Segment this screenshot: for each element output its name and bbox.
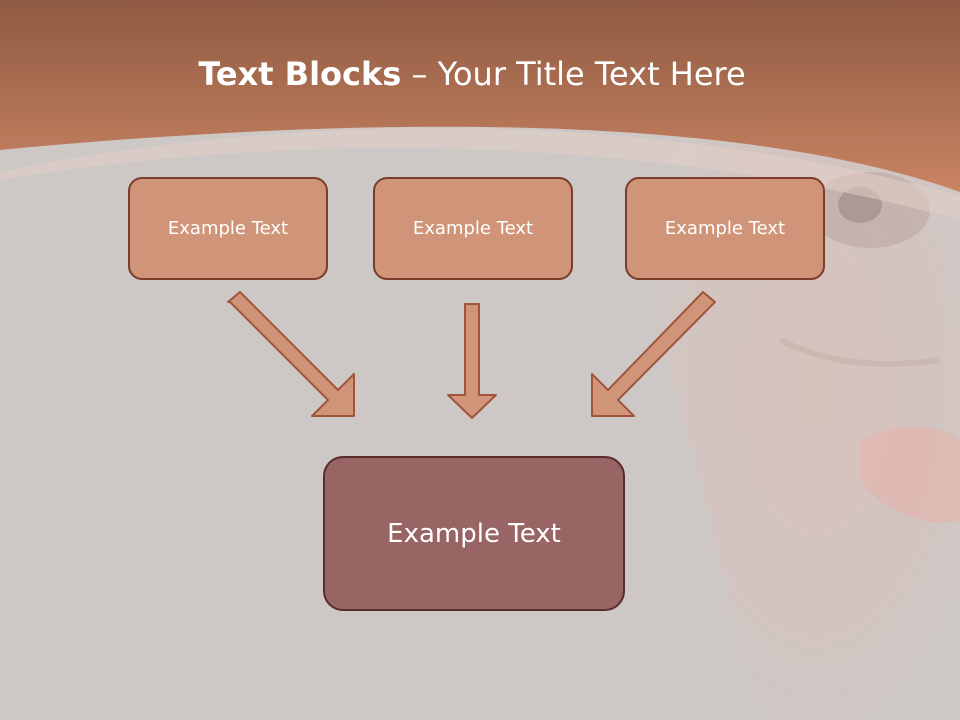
text-block-1[interactable]: Example Text bbox=[128, 177, 328, 280]
header-swoosh bbox=[0, 128, 960, 220]
lips-shape bbox=[860, 426, 960, 523]
text-block-3[interactable]: Example Text bbox=[625, 177, 825, 280]
arrow-left-diagonal bbox=[227, 291, 355, 417]
header-band bbox=[0, 0, 960, 192]
slide-title: Text Blocks – Your Title Text Here bbox=[0, 50, 944, 98]
arrow-right-diagonal bbox=[591, 291, 716, 417]
arrow-center-down bbox=[447, 303, 497, 419]
main-text-block[interactable]: Example Text bbox=[323, 456, 625, 611]
text-block-2[interactable]: Example Text bbox=[373, 177, 573, 280]
title-rest: Your Title Text Here bbox=[437, 55, 746, 93]
title-separator: – bbox=[411, 55, 428, 93]
title-bold: Text Blocks bbox=[198, 55, 402, 93]
